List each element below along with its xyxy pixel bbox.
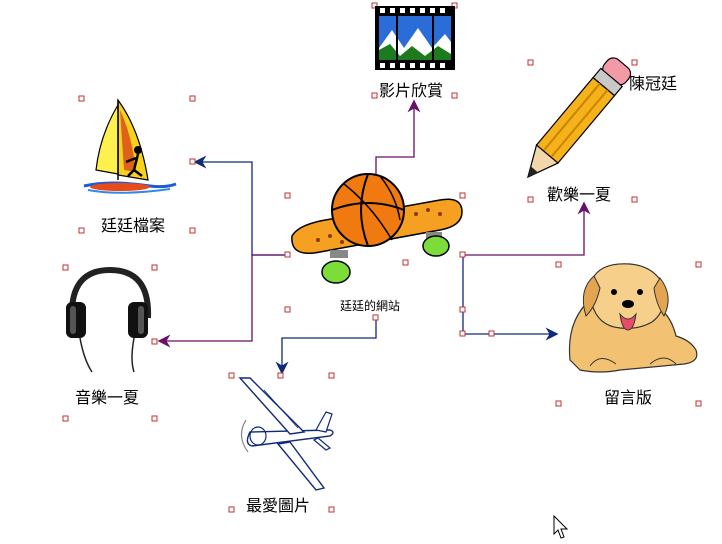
selection-handles[interactable] (62, 2, 702, 513)
mouse-pointer-icon (553, 514, 569, 539)
headphones-icon[interactable] (66, 266, 152, 373)
label-music[interactable]: 音樂一夏 (75, 388, 140, 407)
connector-video[interactable] (375, 99, 421, 183)
label-guestbook[interactable]: 留言版 (604, 388, 653, 407)
label-author: 陳冠廷 (629, 74, 678, 93)
airplane-icon[interactable] (238, 377, 334, 491)
sailboat-icon[interactable] (83, 98, 177, 194)
film-strip-icon[interactable] (375, 6, 455, 70)
connector-favorites[interactable] (275, 320, 377, 375)
label-home[interactable]: 廷廷檔案 (101, 216, 166, 235)
connector-guestbook[interactable] (462, 255, 559, 341)
label-video[interactable]: 影片欣賞 (379, 81, 444, 100)
connector-home[interactable] (193, 155, 288, 256)
pencil-icon[interactable] (517, 55, 634, 186)
label-favorites[interactable]: 最愛圖片 (246, 496, 311, 515)
skateboard-basketball-icon[interactable] (291, 173, 463, 284)
center-label[interactable]: 廷廷的網站 (340, 299, 401, 313)
connector-music[interactable] (157, 254, 288, 348)
dog-icon[interactable] (568, 263, 698, 373)
connector-happy[interactable] (463, 201, 591, 256)
label-happy[interactable]: 歡樂一夏 (547, 185, 612, 204)
